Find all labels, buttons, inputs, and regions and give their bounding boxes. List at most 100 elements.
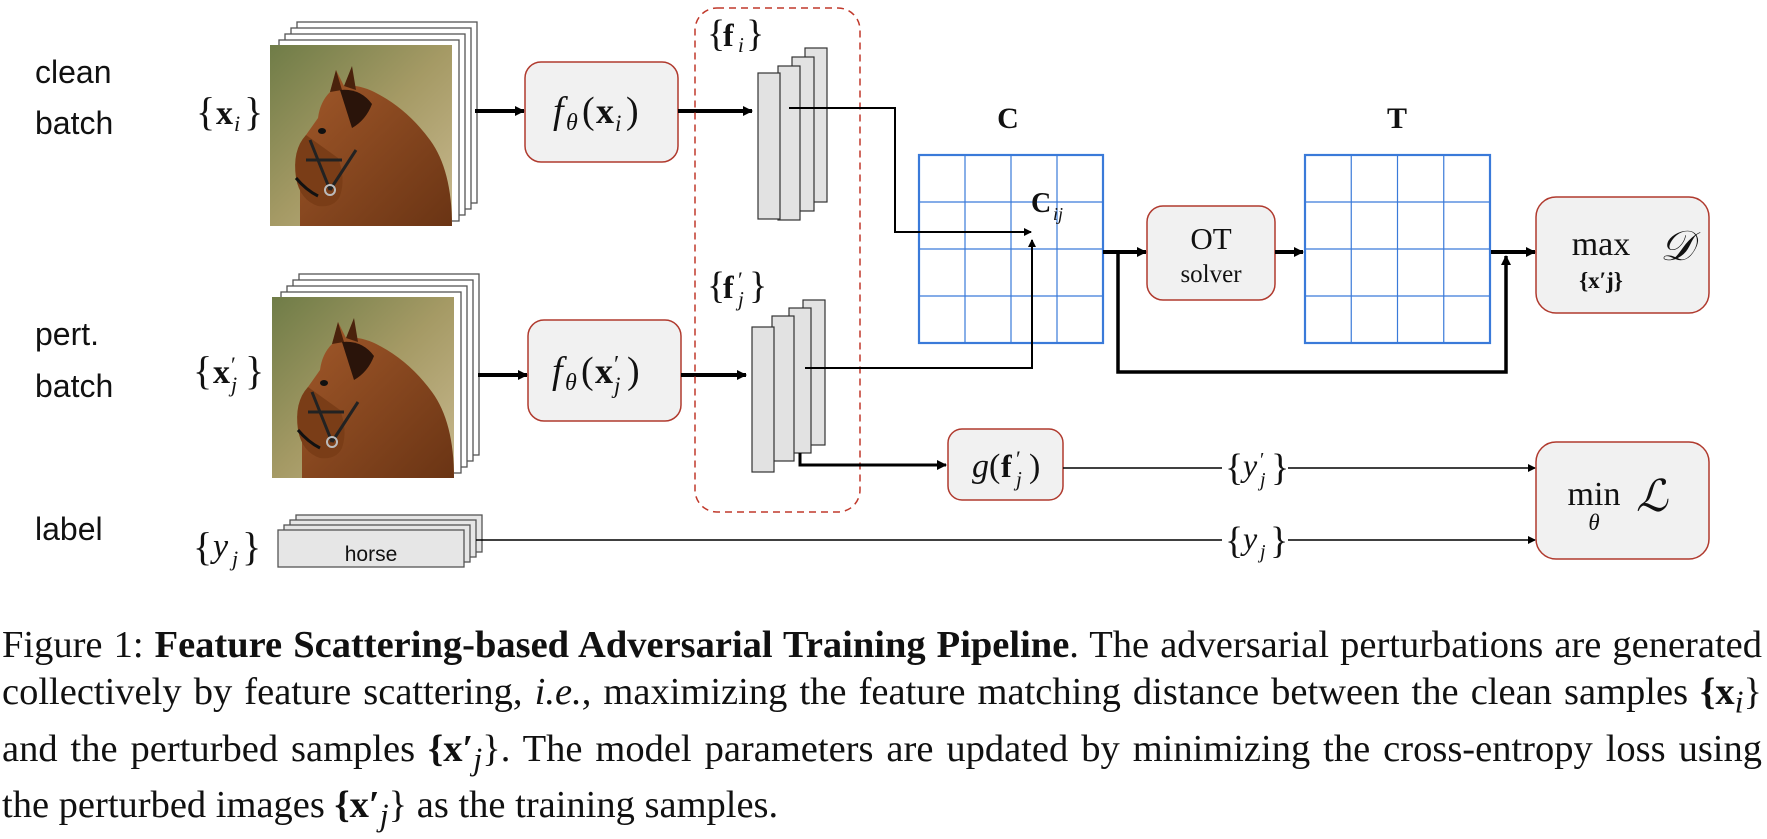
matrix-c-label: C xyxy=(997,102,1019,135)
caption-xi: {x xyxy=(1700,671,1735,713)
caption-xj-sub: j xyxy=(473,740,483,777)
svg-text:g: g xyxy=(972,448,989,485)
edge-fj-to-cij xyxy=(805,239,1036,369)
caption-ie: i.e. xyxy=(534,671,582,713)
max-d-block: max 𝒟 {x′j} xyxy=(1535,196,1710,314)
label-card-text: horse xyxy=(345,543,398,566)
svg-text:}: } xyxy=(1271,447,1289,489)
svg-text:j: j xyxy=(611,373,620,398)
ot-solver-block: OT solver xyxy=(1146,205,1276,301)
caption-xj2-sub: j xyxy=(379,797,389,834)
edge-fj-to-g xyxy=(798,453,947,470)
svg-text:C: C xyxy=(1031,188,1051,219)
horse-image-pert xyxy=(272,297,454,478)
matrix-t-grid xyxy=(1303,153,1492,345)
svg-text:x: x xyxy=(595,351,613,391)
svg-text:}: } xyxy=(242,524,261,569)
caption-xj2: {x′ xyxy=(334,784,380,827)
caption-xj-close: } xyxy=(482,727,501,770)
svg-text:f: f xyxy=(723,17,734,53)
caption-xj: {x′ xyxy=(428,727,474,770)
edge-fi-to-cij xyxy=(789,107,1032,236)
svg-text:′: ′ xyxy=(738,267,743,292)
y-edge-label: { y j } xyxy=(1225,520,1288,563)
svg-text:{: { xyxy=(707,13,725,55)
svg-text:y: y xyxy=(1240,520,1258,556)
svg-text:y: y xyxy=(210,528,229,565)
svg-text:i: i xyxy=(738,33,744,57)
edge-c-bypass-to-max xyxy=(1116,252,1511,374)
svg-text:θ: θ xyxy=(1588,510,1599,535)
clean-image-stack xyxy=(270,21,478,226)
caption-xi-close: } xyxy=(1743,671,1762,713)
caption-text-1: . The adversarial perturbations are gene… xyxy=(2,624,1762,713)
g-block: g ( f ′ j ) xyxy=(947,428,1064,501)
caption-xi-sub: i xyxy=(1734,683,1744,720)
svg-text:): ) xyxy=(1029,448,1040,485)
svg-text:y: y xyxy=(1240,447,1258,483)
svg-text:x: x xyxy=(216,95,233,132)
min-l-block: min ℒ θ xyxy=(1535,441,1710,560)
label-row-label: label xyxy=(35,511,103,547)
cij-label: C ij xyxy=(1031,188,1063,224)
svg-text:x: x xyxy=(213,354,230,391)
caption-fig-label: Figure 1: xyxy=(2,624,155,666)
svg-text:max: max xyxy=(1572,226,1631,263)
svg-text:): ) xyxy=(626,90,639,132)
caption-text-4: . The model parameters are updated by mi… xyxy=(2,727,1762,827)
caption-text-2: , maximizing the feature matching distan… xyxy=(581,671,1701,713)
svg-text:′: ′ xyxy=(231,352,236,377)
svg-text:OT: OT xyxy=(1190,221,1231,256)
svg-text:{: { xyxy=(193,524,212,569)
pipeline-diagram: clean batch pert. batch label { x i } { … xyxy=(35,7,1710,571)
svg-text:θ: θ xyxy=(566,110,578,136)
pert-label-line1: pert. xyxy=(35,316,99,352)
svg-text:): ) xyxy=(627,350,640,392)
fj-feature-label: { f ′ j } xyxy=(707,265,767,311)
fj-feature-stack xyxy=(751,299,826,473)
figure-caption: Figure 1: Feature Scattering-based Adver… xyxy=(2,622,1762,839)
svg-text:f: f xyxy=(1001,448,1012,484)
svg-text:}: } xyxy=(749,265,767,307)
svg-text:j: j xyxy=(1013,467,1022,491)
svg-text:{: { xyxy=(193,348,212,393)
svg-text:θ: θ xyxy=(565,370,577,396)
svg-text:f: f xyxy=(723,269,734,305)
svg-text:}: } xyxy=(245,348,264,393)
svg-text:solver: solver xyxy=(1180,261,1242,288)
svg-text:(: ( xyxy=(581,350,594,392)
fi-feature-stack xyxy=(757,47,828,221)
pert-image-stack xyxy=(272,273,480,478)
matrix-t-label: T xyxy=(1387,102,1407,135)
svg-text:{: { xyxy=(1225,520,1243,562)
svg-text:j: j xyxy=(735,287,744,311)
matrix-c-grid xyxy=(917,153,1105,345)
svg-text:(: ( xyxy=(582,90,595,132)
svg-text:min: min xyxy=(1568,476,1621,513)
f-clean-block: f θ ( x i ) xyxy=(524,61,679,163)
svg-text:j: j xyxy=(228,372,237,397)
svg-text:′: ′ xyxy=(1016,446,1021,471)
caption-xj2-close: } xyxy=(388,784,408,827)
label-set-notation: { y j } xyxy=(193,524,261,571)
svg-text:′: ′ xyxy=(1260,449,1264,471)
svg-text:{: { xyxy=(196,89,215,134)
f-pert-block: f θ ( x ′ j ) xyxy=(527,319,682,422)
clean-label-line1: clean xyxy=(35,54,112,90)
clean-set-notation: { x i } xyxy=(196,89,263,136)
label-card-stack: horse xyxy=(277,514,483,568)
svg-text:}: } xyxy=(244,89,263,134)
clean-label-line2: batch xyxy=(35,105,113,141)
svg-text:i: i xyxy=(615,111,621,136)
svg-text:j: j xyxy=(229,546,238,571)
svg-text:(: ( xyxy=(989,448,1000,485)
svg-text:}: } xyxy=(746,13,764,55)
svg-text:i: i xyxy=(234,111,240,136)
svg-text:x: x xyxy=(596,91,614,131)
svg-text:{: { xyxy=(707,265,725,307)
yprime-edge-label: { y ′ j } xyxy=(1225,447,1289,491)
fi-feature-label: { f i } xyxy=(707,13,764,57)
horse-image-clean xyxy=(270,45,452,226)
svg-text:j: j xyxy=(1257,541,1266,563)
pert-label-line2: batch xyxy=(35,368,113,404)
